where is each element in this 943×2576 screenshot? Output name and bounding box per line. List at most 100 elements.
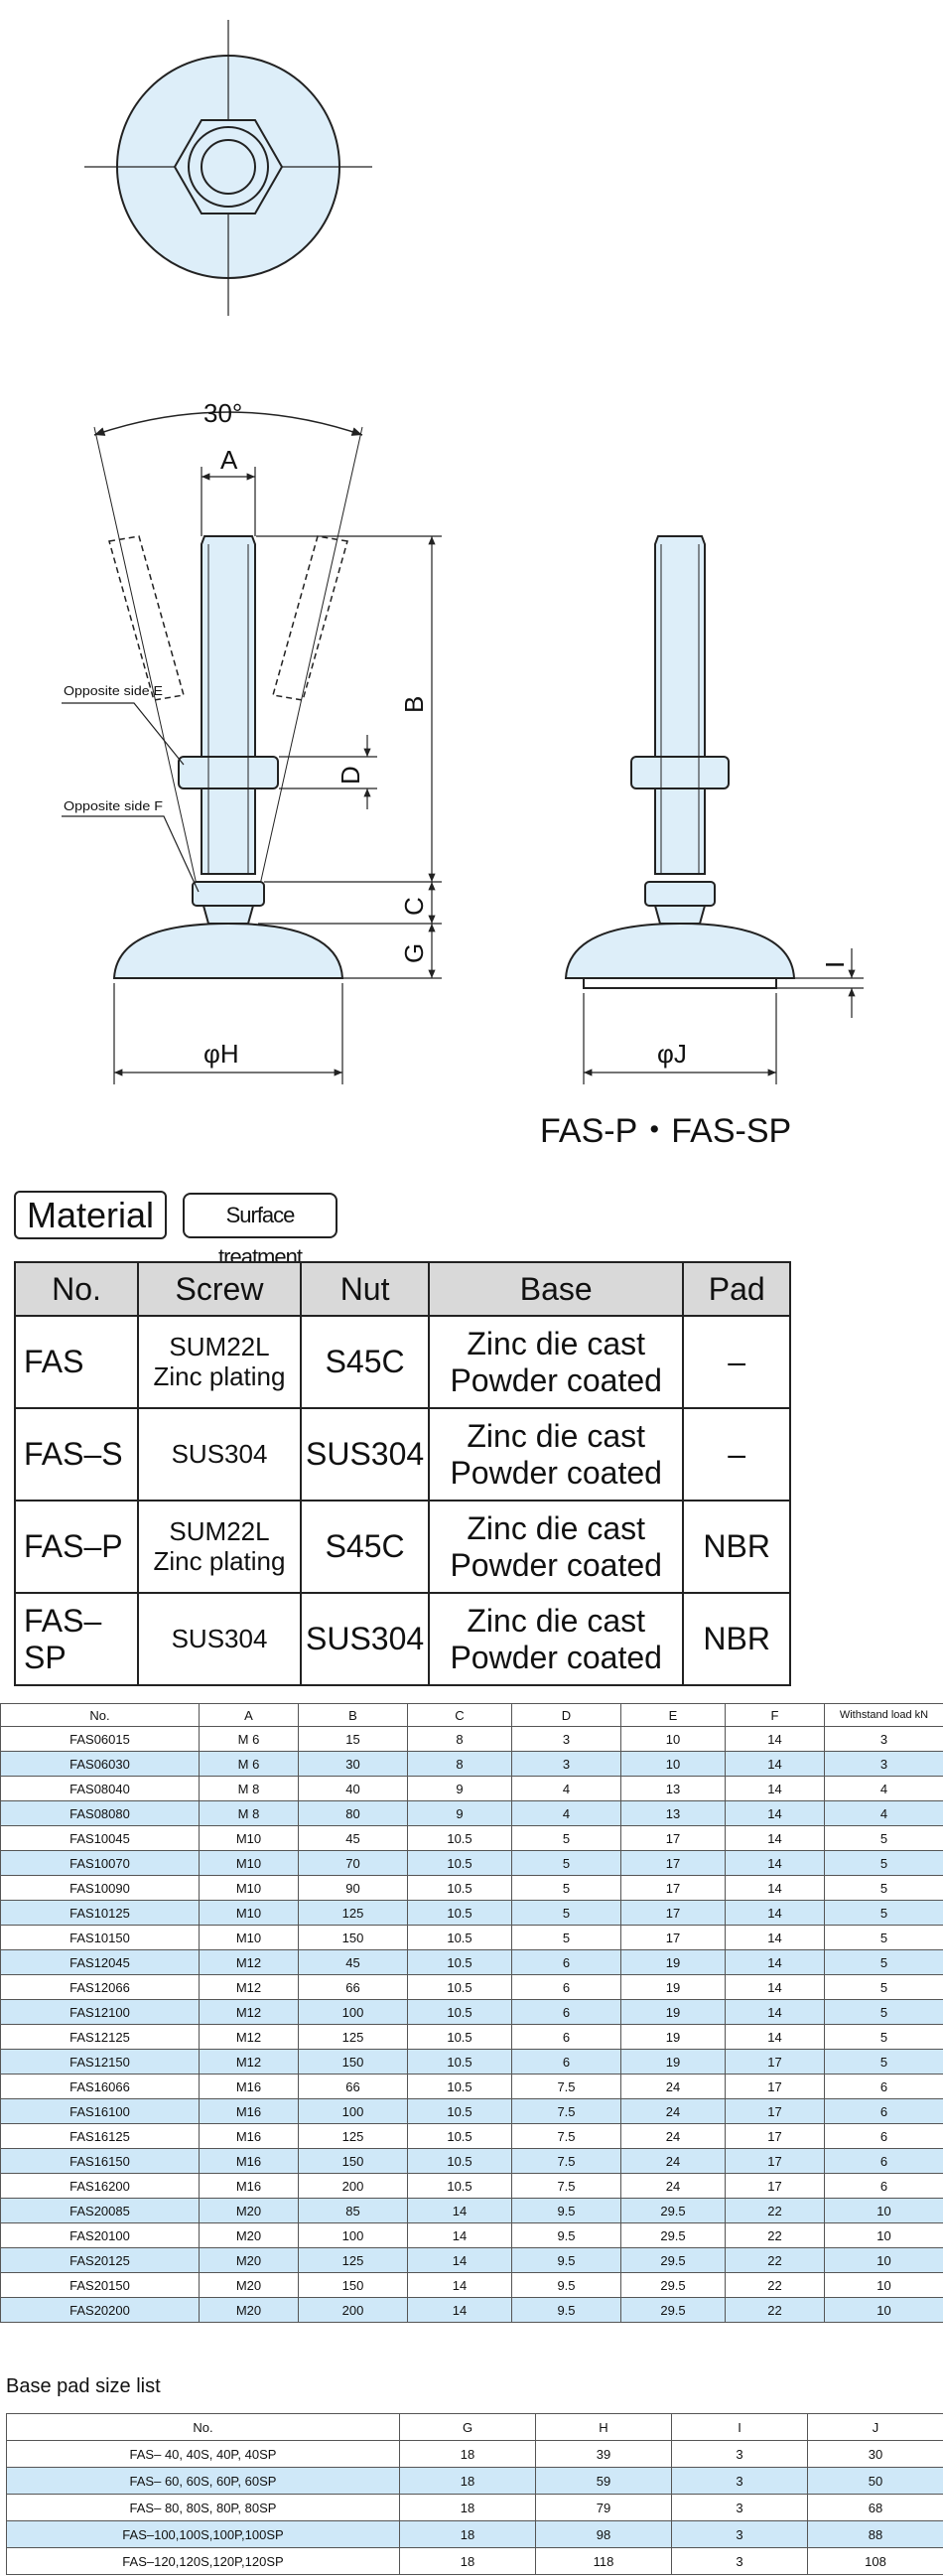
variant-caption: FAS-P・FAS-SP <box>540 1112 791 1150</box>
table-cell: 17 <box>725 2098 825 2124</box>
table-cell: 10.5 <box>407 1850 512 1876</box>
table-cell: 150 <box>298 2272 408 2298</box>
base-pad-cell: 59 <box>535 2467 672 2495</box>
dim-h-label: φH <box>203 1039 239 1069</box>
table-cell: 10.5 <box>407 1999 512 2025</box>
base-pad-cell: 3 <box>671 2494 808 2521</box>
base-pad-cell: 18 <box>399 2467 536 2495</box>
table-cell: 66 <box>298 1974 408 2000</box>
table-cell: 29.5 <box>620 2297 726 2323</box>
technical-drawing: 30° A B D C G φH Opposite side E Opposit… <box>62 20 864 1150</box>
base-pad-cell: 18 <box>399 2547 536 2575</box>
dimension-header-7: Withstand load kN <box>824 1703 943 1727</box>
table-cell: 14 <box>725 1925 825 1950</box>
table-cell: 22 <box>725 2222 825 2248</box>
table-cell: 24 <box>620 2098 726 2124</box>
dimension-header-0: No. <box>0 1703 200 1727</box>
material-cell-base: Zinc die cast Powder coated <box>428 1592 685 1686</box>
table-cell: FAS10070 <box>0 1850 200 1876</box>
table-cell: 150 <box>298 2049 408 2075</box>
table-cell: 4 <box>824 1776 943 1801</box>
table-cell: 10.5 <box>407 2024 512 2050</box>
base-pad-cell: 88 <box>807 2520 943 2548</box>
dimension-header-2: B <box>298 1703 408 1727</box>
table-cell: 14 <box>725 1900 825 1926</box>
angle-label: 30° <box>203 398 242 428</box>
table-cell: 29.5 <box>620 2222 726 2248</box>
dim-g-label: G <box>399 943 429 963</box>
table-cell: 6 <box>824 2074 943 2099</box>
table-cell: 5 <box>511 1900 621 1926</box>
material-cell-pad: – <box>682 1315 792 1409</box>
table-cell: 10.5 <box>407 1974 512 2000</box>
table-cell: 9.5 <box>511 2198 621 2223</box>
table-cell: M12 <box>199 1999 299 2025</box>
table-cell: 14 <box>725 1949 825 1975</box>
table-cell: 10 <box>620 1726 726 1752</box>
table-cell: 80 <box>298 1800 408 1826</box>
dimension-header-3: C <box>407 1703 512 1727</box>
table-cell: 90 <box>298 1875 408 1901</box>
table-cell: 17 <box>620 1850 726 1876</box>
table-cell: 17 <box>620 1875 726 1901</box>
table-cell: 5 <box>824 1949 943 1975</box>
table-cell: FAS12150 <box>0 2049 200 2075</box>
base-pad-cell: 3 <box>671 2520 808 2548</box>
table-cell: 14 <box>407 2247 512 2273</box>
table-cell: 45 <box>298 1825 408 1851</box>
table-cell: 70 <box>298 1850 408 1876</box>
base-pad-cell: FAS– 60, 60S, 60P, 60SP <box>6 2467 400 2495</box>
table-cell: 29.5 <box>620 2247 726 2273</box>
table-cell: M 6 <box>199 1726 299 1752</box>
table-cell: M16 <box>199 2123 299 2149</box>
base-pad-header-0: No. <box>6 2413 400 2441</box>
base-pad-header-2: H <box>535 2413 672 2441</box>
material-cell-base: Zinc die cast Powder coated <box>428 1407 685 1502</box>
table-cell: FAS12100 <box>0 1999 200 2025</box>
table-cell: M16 <box>199 2148 299 2174</box>
table-cell: 13 <box>620 1800 726 1826</box>
table-cell: 15 <box>298 1726 408 1752</box>
table-cell: 125 <box>298 1900 408 1926</box>
table-cell: FAS16200 <box>0 2173 200 2199</box>
table-cell: 24 <box>620 2173 726 2199</box>
table-cell: M20 <box>199 2297 299 2323</box>
table-cell: 5 <box>824 1999 943 2025</box>
material-header-row: No. Screw Nut Base Pad <box>14 1261 792 1317</box>
dimension-header-4: D <box>511 1703 621 1727</box>
table-cell: M 6 <box>199 1751 299 1777</box>
table-cell: 10.5 <box>407 2049 512 2075</box>
table-cell: 4 <box>511 1800 621 1826</box>
table-cell: 17 <box>725 2049 825 2075</box>
opposite-f-label: Opposite side F <box>64 798 163 813</box>
table-cell: FAS20125 <box>0 2247 200 2273</box>
pad-variant-dimensions <box>583 948 864 1084</box>
table-cell: 24 <box>620 2074 726 2099</box>
table-cell: FAS16150 <box>0 2148 200 2174</box>
table-cell: 10.5 <box>407 2173 512 2199</box>
base-pad-header-1: G <box>399 2413 536 2441</box>
table-cell: 6 <box>511 1999 621 2025</box>
table-cell: 17 <box>620 1825 726 1851</box>
top-view <box>84 20 372 316</box>
table-cell: 85 <box>298 2198 408 2223</box>
base-pad-cell: FAS–120,120S,120P,120SP <box>6 2547 400 2575</box>
table-cell: 9.5 <box>511 2222 621 2248</box>
table-cell: M12 <box>199 1974 299 2000</box>
table-cell: 17 <box>620 1925 726 1950</box>
dimension-header-1: A <box>199 1703 299 1727</box>
side-view <box>93 411 363 979</box>
material-cell-no: FAS <box>14 1315 139 1409</box>
table-cell: 200 <box>298 2297 408 2323</box>
table-cell: M12 <box>199 1949 299 1975</box>
table-cell: 14 <box>725 1875 825 1901</box>
